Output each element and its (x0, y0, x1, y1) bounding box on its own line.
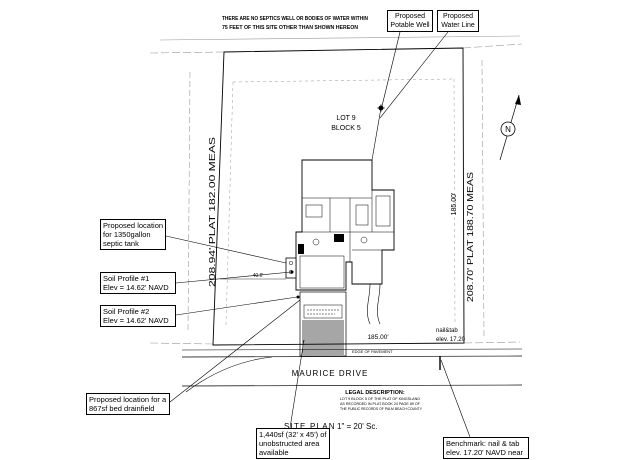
soil-profile-2-leader (175, 296, 298, 316)
callout-leaders (165, 31, 471, 438)
north-extension-west (149, 51, 225, 54)
west-setback (225, 81, 234, 326)
lot-boundary (212, 47, 465, 346)
driveway-hatch (302, 320, 344, 355)
patio (375, 195, 391, 227)
soil-profile-1-leader (175, 271, 292, 284)
front-extension-west (149, 342, 214, 345)
setback-lines (225, 78, 456, 326)
east-setback (453, 78, 456, 326)
east-line-dimension: 208.70' PLAT 188.70 MEAS (466, 172, 475, 302)
potable-well-callout: Proposed Potable Well (387, 10, 433, 32)
plan-scale: 1" = 20' Sc. (337, 422, 378, 431)
benchmark-note-line-2: elev. 17.20 (436, 337, 466, 343)
north-label: N (505, 125, 511, 134)
walkway (367, 283, 381, 325)
stair (334, 234, 344, 242)
legal-heading: LEGAL DESCRIPTION: (345, 390, 405, 396)
septic-tank-callout-line-1: Proposed location (103, 221, 164, 230)
benchmark-note-line-1: nail&tab (436, 328, 458, 334)
edge-of-pavement-north (181, 355, 523, 358)
edge-of-pavement-south (181, 384, 523, 387)
plan-title: SITE PLAN (284, 422, 336, 431)
soil-profile-2-marker (296, 295, 300, 299)
notice-line-2: 75 FEET OF THIS SITE OTHER THAN SHOWN HE… (222, 25, 358, 31)
house-interior-walls (299, 190, 394, 289)
block-number: BLOCK 5 (331, 125, 361, 132)
fixture (312, 238, 320, 246)
east-inner-dimension: 185.00' (451, 193, 458, 216)
septic-tank-callout-line-2: for 1350gallon (103, 230, 151, 239)
drainfield-callout: Proposed location for a 867sf bed drainf… (86, 393, 170, 415)
neighbor-apron-curve (185, 356, 273, 393)
soil-profile-2-callout-line-1: Soil Profile #2 (103, 307, 150, 316)
edge-of-pavement-label: EDGE OF PAVEMENT (352, 349, 393, 354)
benchmark-leader (440, 359, 471, 438)
potable-well-callout-line-2: Potable Well (390, 22, 430, 29)
driveway-note-box (303, 304, 343, 319)
north-adjacent-line (159, 35, 521, 41)
unobstructed-area-callout: 1,440sf (32' x 45') of unobstructed area… (256, 428, 330, 459)
front-extension-east (463, 341, 521, 344)
unobstructed-area-callout-line-3: available (259, 448, 289, 457)
septic-offset-dimension: 40.6' (253, 273, 264, 279)
unobstructed-area-callout-line-1: 1,440sf (32' x 45') of (259, 430, 327, 439)
water-line-callout-line-1: Proposed (443, 13, 473, 20)
septic-tank-icon (285, 257, 297, 279)
soil-profile-1-callout-line-2: Elev = 14.62' NAVD (103, 283, 169, 292)
soil-profile-1-callout: Soil Profile #1 Elev = 14.62' NAVD (100, 272, 176, 294)
legal-line-3: THE PUBLIC RECORDS OF PALM BEACH COUNTY (340, 406, 422, 411)
maurice-drive-road (181, 348, 523, 393)
water-line-callout-line-2: Water Line (441, 22, 475, 29)
sidewalk-line (181, 348, 523, 351)
north-extension-east (462, 43, 523, 49)
closet (305, 204, 323, 218)
drainfield-callout-line-1: Proposed location for a (89, 395, 167, 404)
stair (298, 244, 304, 254)
adjacent-property-lines (149, 35, 523, 345)
notice-line-1: THERE ARE NO SEPTICS WELL OR BODIES OF W… (222, 16, 368, 22)
septic-tank-callout-line-3: septic tank (103, 239, 139, 248)
walkway-edge (377, 283, 381, 325)
drainfield-leader (169, 299, 301, 403)
water-line-leader (379, 31, 449, 119)
unobstructed-area-leader (289, 339, 305, 429)
benchmark-callout-line-1: Benchmark: nail & tab (446, 439, 520, 448)
west-adjacent-line (187, 71, 191, 331)
benchmark-callout-line-2: elev. 17.20' NAVD near (446, 448, 524, 457)
water-line (371, 107, 382, 161)
potable-well-callout-line-1: Proposed (395, 13, 425, 20)
walkway-edge (367, 283, 371, 325)
soil-profile-2-callout-line-2: Elev = 14.62' NAVD (103, 316, 169, 325)
drainfield-callout-line-2: 867sf bed drainfield (89, 404, 155, 413)
soil-profile-2-callout: Soil Profile #2 Elev = 14.62' NAVD (100, 305, 176, 327)
bath (355, 204, 369, 226)
front-dimension: 185.00' (367, 334, 388, 341)
driveway (299, 291, 347, 357)
septic-tank-callout: Proposed location for 1350gallon septic … (100, 219, 166, 250)
septic-tank-leader (165, 235, 287, 264)
east-adjacent-line (481, 59, 485, 339)
soil-profile-1-callout-line-1: Soil Profile #1 (103, 274, 150, 283)
north-arrow-icon: N (499, 94, 521, 161)
fixture (360, 236, 368, 244)
soil-profile-1-marker (290, 270, 294, 274)
rear-setback (232, 78, 455, 83)
proposed-house (295, 159, 395, 291)
street-name: MAURICE DRIVE (292, 369, 369, 378)
benchmark-callout: Benchmark: nail & tab elev. 17.20' NAVD … (443, 437, 529, 459)
driveway-outline (299, 291, 347, 357)
lot-number: LOT 9 (336, 115, 355, 122)
west-line-dimension: 208.94' PLAT 182.00 MEAS (208, 137, 217, 287)
house-outline (295, 159, 395, 291)
garage (299, 255, 345, 289)
potable-well-leader (381, 31, 401, 107)
legal-line-2: AS RECORDED IN PLAT BOOK 24 PAGE 89 OF (340, 401, 420, 406)
unobstructed-area-callout-line-2: unobstructed area (259, 439, 320, 448)
well-icon (377, 104, 385, 112)
legal-line-1: LOT 9 BLOCK 5 OF THE PLAT OF KINGSLAND (340, 396, 420, 401)
water-line-callout: Proposed Water Line (437, 10, 479, 32)
